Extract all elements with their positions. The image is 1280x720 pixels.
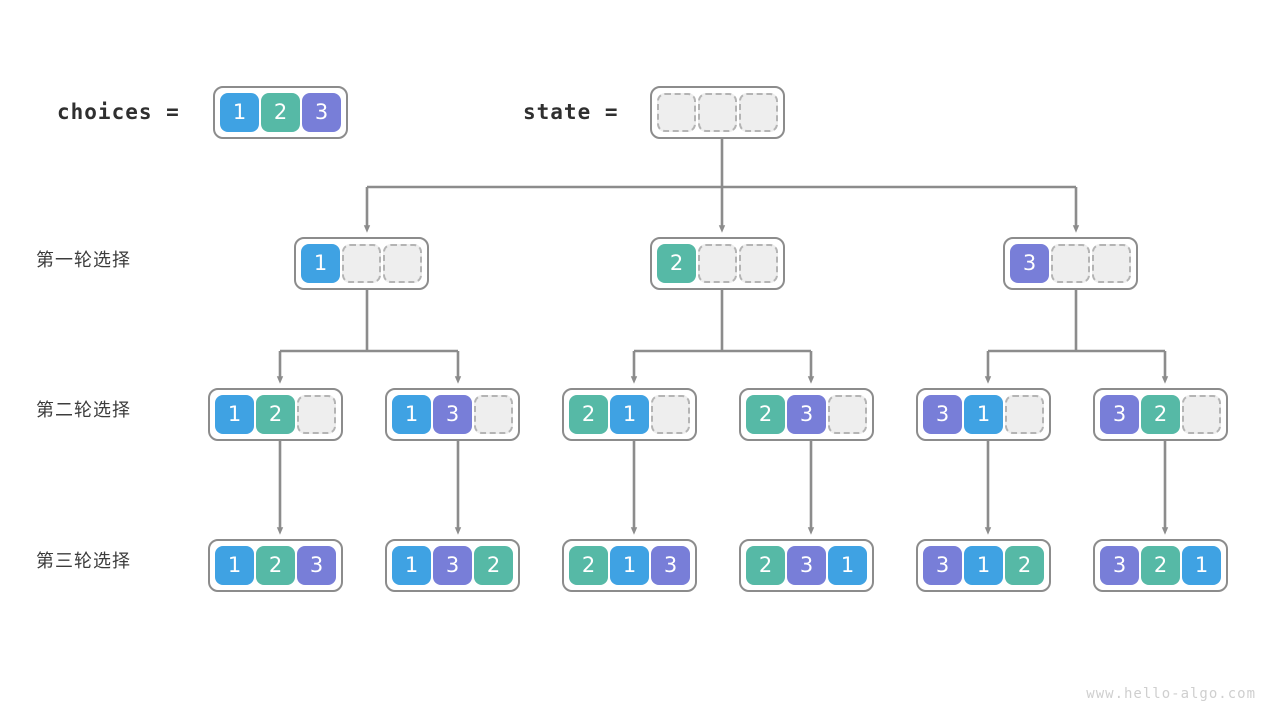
node-round2-6-cell-2: 2 bbox=[1141, 395, 1180, 434]
node-round1-2-cell-1: 2 bbox=[657, 244, 696, 283]
node-round2-1-cell-2: 2 bbox=[256, 395, 295, 434]
node-round3-6-cell-2: 2 bbox=[1141, 546, 1180, 585]
node-round1-3-cell-3 bbox=[1092, 244, 1131, 283]
node-round2-1-cell-1: 1 bbox=[215, 395, 254, 434]
node-round1-1-cell-1: 1 bbox=[301, 244, 340, 283]
choices-cell-3: 3 bbox=[302, 93, 341, 132]
row-label-round-2: 第二轮选择 bbox=[36, 400, 131, 421]
choices-cell-2: 2 bbox=[261, 93, 300, 132]
node-round2-1-cell-3 bbox=[297, 395, 336, 434]
node-round1-2-cell-2 bbox=[698, 244, 737, 283]
node-round2-2-cell-2: 3 bbox=[433, 395, 472, 434]
node-round3-5-cell-3: 2 bbox=[1005, 546, 1044, 585]
row-label-round-3: 第三轮选择 bbox=[36, 551, 131, 572]
node-round2-3-cell-3 bbox=[651, 395, 690, 434]
node-round1-1-cell-3 bbox=[383, 244, 422, 283]
node-round3-1-cell-2: 2 bbox=[256, 546, 295, 585]
node-round3-2-cell-1: 1 bbox=[392, 546, 431, 585]
state-cell-2 bbox=[698, 93, 737, 132]
node-round3-3-cell-3: 3 bbox=[651, 546, 690, 585]
choices-cell-1: 1 bbox=[220, 93, 259, 132]
node-round2-4-cell-3 bbox=[828, 395, 867, 434]
node-round1-3-cell-1: 3 bbox=[1010, 244, 1049, 283]
state-cell-1 bbox=[657, 93, 696, 132]
node-round3-3-cell-1: 2 bbox=[569, 546, 608, 585]
node-round2-3-cell-2: 1 bbox=[610, 395, 649, 434]
node-round2-3-cell-1: 2 bbox=[569, 395, 608, 434]
state-array bbox=[650, 86, 785, 139]
node-round2-4-cell-1: 2 bbox=[746, 395, 785, 434]
node-round1-2: 2 bbox=[650, 237, 785, 290]
watermark: www.hello-algo.com bbox=[1086, 686, 1256, 702]
node-round1-1: 1 bbox=[294, 237, 429, 290]
node-round3-3-cell-2: 1 bbox=[610, 546, 649, 585]
node-round1-3-cell-2 bbox=[1051, 244, 1090, 283]
node-round2-6-cell-1: 3 bbox=[1100, 395, 1139, 434]
row-label-round-1: 第一轮选择 bbox=[36, 250, 131, 271]
node-round1-3: 3 bbox=[1003, 237, 1138, 290]
node-round3-4-cell-3: 1 bbox=[828, 546, 867, 585]
node-round2-2-cell-1: 1 bbox=[392, 395, 431, 434]
state-label: state = bbox=[523, 100, 619, 124]
node-round3-1-cell-3: 3 bbox=[297, 546, 336, 585]
node-round2-5-cell-2: 1 bbox=[964, 395, 1003, 434]
choices-label: choices = bbox=[57, 100, 180, 124]
node-round3-6-cell-3: 1 bbox=[1182, 546, 1221, 585]
node-round2-4-cell-2: 3 bbox=[787, 395, 826, 434]
node-round3-2-cell-3: 2 bbox=[474, 546, 513, 585]
node-round1-1-cell-2 bbox=[342, 244, 381, 283]
node-round2-2-cell-3 bbox=[474, 395, 513, 434]
node-round2-6-cell-3 bbox=[1182, 395, 1221, 434]
node-round3-4-cell-1: 2 bbox=[746, 546, 785, 585]
node-round3-5-cell-1: 3 bbox=[923, 546, 962, 585]
node-round2-5-cell-3 bbox=[1005, 395, 1044, 434]
node-round3-2-cell-2: 3 bbox=[433, 546, 472, 585]
node-round3-5-cell-2: 1 bbox=[964, 546, 1003, 585]
node-round3-6-cell-1: 3 bbox=[1100, 546, 1139, 585]
node-round1-2-cell-3 bbox=[739, 244, 778, 283]
node-round2-5-cell-1: 3 bbox=[923, 395, 962, 434]
state-cell-3 bbox=[739, 93, 778, 132]
node-round3-4-cell-2: 3 bbox=[787, 546, 826, 585]
node-round3-1-cell-1: 1 bbox=[215, 546, 254, 585]
